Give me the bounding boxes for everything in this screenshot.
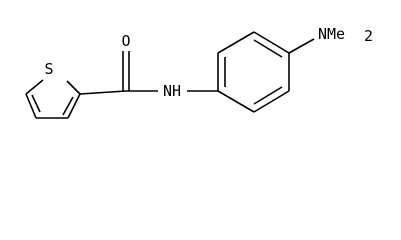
amine-subscript-label: 2 <box>364 27 373 45</box>
bond-c5-s <box>25 79 44 95</box>
bond-inner-bottom-right <box>253 86 283 105</box>
amide-nitrogen-label: NH <box>163 82 181 100</box>
chemical-structure-diagram: S O NH NMe 2 <box>25 25 373 119</box>
bond-ring-amine <box>288 38 315 54</box>
bond-b3-b4 <box>253 31 290 54</box>
bond-s-c2 <box>66 80 81 95</box>
bond-c2-c3 <box>67 93 81 119</box>
bond-b2-b3 <box>217 31 255 54</box>
bond-b6-b1 <box>217 90 255 113</box>
sulfur-atom-label: S <box>44 60 53 78</box>
dimethylamino-group: NMe 2 <box>288 25 373 54</box>
amine-group-label: NMe <box>318 25 345 43</box>
bond-ring-carbonyl <box>79 90 127 95</box>
thiophene-ring: S <box>25 60 81 119</box>
bond-c4-c5-inner <box>31 94 41 113</box>
bond-c4-c5 <box>25 93 37 119</box>
amide-group: O NH <box>79 32 218 100</box>
benzene-ring <box>217 31 290 113</box>
bond-c2-c3-inner <box>62 96 74 116</box>
oxygen-atom-label: O <box>121 32 130 50</box>
bond-b5-b6 <box>253 90 290 113</box>
bond-inner-top-right <box>253 39 283 58</box>
